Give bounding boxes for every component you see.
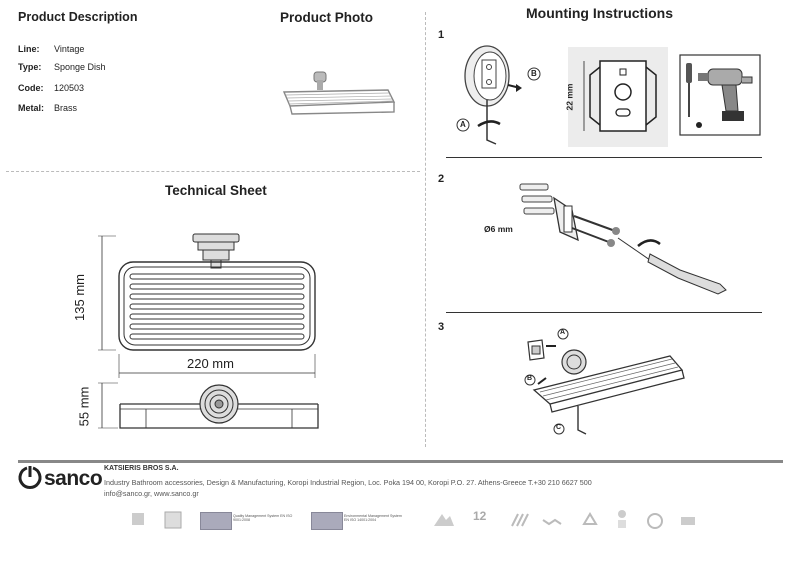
step-1-template-illustration <box>568 47 668 147</box>
iso9001-badge-icon <box>200 512 232 530</box>
vertical-divider <box>425 12 426 447</box>
stripes-badge-icon <box>511 513 529 527</box>
iso9001-text: Quality Management System EN ISO 9001:20… <box>233 514 293 523</box>
step-3-assembly-illustration <box>527 339 685 435</box>
hotels-badge-icon <box>132 513 144 525</box>
depth-dimension-label: 55 mm <box>76 386 92 427</box>
step3-marker-c-icon <box>553 423 565 435</box>
extra-badge-icon <box>681 517 695 525</box>
quality-badge-icon <box>164 511 182 529</box>
sun-badge-icon <box>618 510 626 528</box>
drill-tools-illustration <box>679 54 761 136</box>
technical-drawing-side <box>98 382 319 429</box>
horizontal-divider <box>6 171 420 172</box>
property-metal: Metal:Brass <box>18 103 78 113</box>
years-badge-number: 12 <box>473 509 487 523</box>
technical-sheet-heading: Technical Sheet <box>165 183 267 198</box>
step3-marker-a-icon <box>557 328 569 340</box>
height-dimension-label: 135 mm <box>71 274 87 321</box>
template-dimension-label: 22 mm <box>564 83 575 111</box>
iso14001-text: Environmental Management System EN ISO 1… <box>344 514 402 523</box>
step-separator-1 <box>446 157 762 158</box>
width-dimension-label: 220 mm <box>187 356 234 371</box>
wave-badge-icon <box>542 518 562 526</box>
product-photo-heading: Product Photo <box>280 10 373 25</box>
property-type: Type:Sponge Dish <box>18 62 106 72</box>
marker-b-icon <box>527 67 541 81</box>
step-separator-2 <box>446 312 762 313</box>
footer-bar <box>18 460 783 463</box>
step-1-number: 1 <box>438 29 445 41</box>
marker-a-label: A <box>460 120 466 129</box>
mountain-badge-icon <box>434 514 454 526</box>
step-2-screws-illustration <box>519 183 727 295</box>
recycle-badge-icon <box>582 512 598 525</box>
technical-drawing-front <box>98 233 316 378</box>
product-photo <box>282 71 396 115</box>
step-3-number: 3 <box>438 321 445 333</box>
iso14001-badge-icon <box>311 512 343 530</box>
sanco-logo-icon <box>18 466 42 490</box>
drill-bit-dimension-label: Ø6 mm <box>484 224 513 234</box>
step-1-wall-plate-illustration <box>464 45 522 145</box>
property-line: Line:Vintage <box>18 44 85 54</box>
marker-b-label: B <box>531 69 537 78</box>
marker-a-icon <box>456 118 470 132</box>
step3-marker-a-label: A <box>560 329 566 336</box>
step3-marker-b-label: B <box>527 375 533 382</box>
step3-marker-c-label: C <box>556 424 562 431</box>
company-address: Industry Bathroom accessories, Design & … <box>104 478 592 487</box>
company-name: KATSIERIS BROS S.A. <box>104 465 179 472</box>
property-code: Code:120503 <box>18 83 85 93</box>
step-2-number: 2 <box>438 173 445 185</box>
company-web: info@sanco.gr, www.sanco.gr <box>104 489 199 498</box>
circle-badge-icon <box>647 513 663 529</box>
brand-logo-text: sanco <box>44 467 103 490</box>
step3-marker-b-icon <box>524 374 536 386</box>
product-description-heading: Product Description <box>18 10 138 24</box>
mounting-instructions-heading: Mounting Instructions <box>526 5 673 21</box>
